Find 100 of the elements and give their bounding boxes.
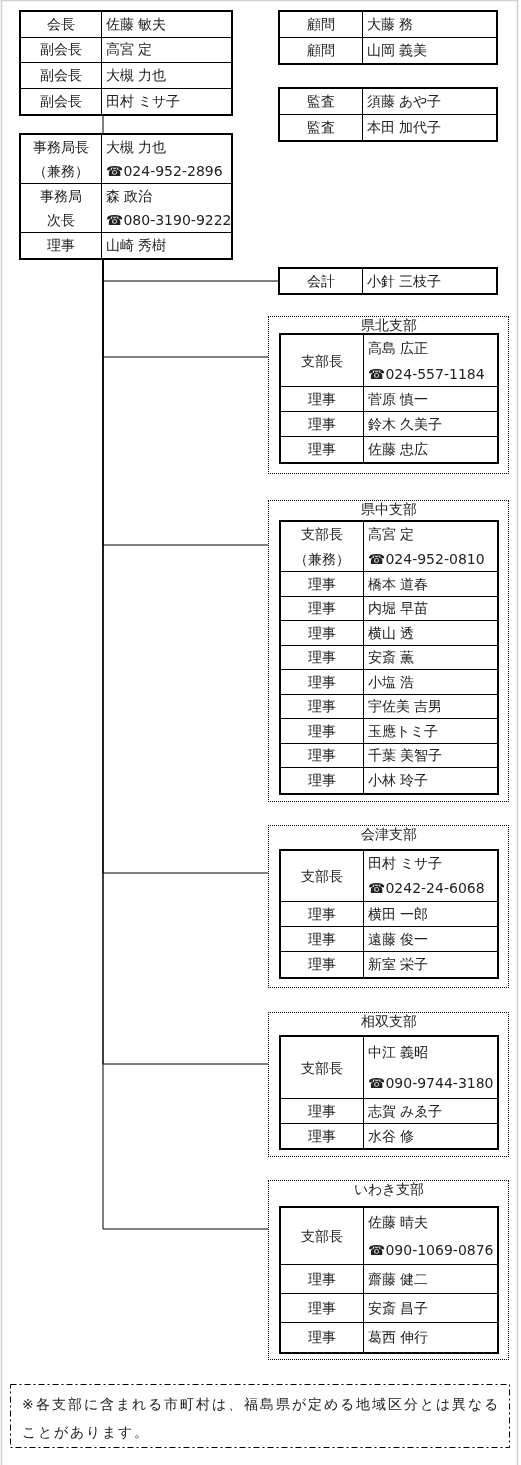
branch-group [268, 500, 509, 802]
role-label: 理事 [308, 1328, 336, 1347]
role-label: 理事 [308, 574, 336, 594]
role-cell [281, 387, 364, 412]
role-cell [281, 335, 364, 387]
person-name: 宇佐美 吉男 [368, 697, 443, 716]
role-label: 支部長 [301, 524, 343, 544]
phone-number: ☎024-952-2896 [106, 162, 223, 181]
roster-table [279, 1035, 499, 1150]
phone-number: ☎090-1069-0876 [368, 1241, 494, 1260]
person-name: 大槻 力也 [106, 65, 167, 85]
roster-table [19, 10, 233, 116]
connector-line [102, 115, 104, 134]
role-label: 理事 [308, 389, 336, 409]
person-name: 大槻 力也 [106, 137, 167, 157]
person-name: 新室 栄子 [368, 955, 429, 974]
role-label: 支部長 [301, 351, 343, 371]
roster-table [279, 849, 499, 979]
person-name: 玉應トミ子 [368, 721, 438, 741]
role-cell [281, 670, 364, 695]
person-name: 水谷 修 [368, 1126, 415, 1146]
person-name: 高島 広正 [368, 338, 429, 358]
person-name: 佐藤 忠広 [368, 440, 429, 459]
role-label: 理事 [308, 746, 336, 765]
person-name: 小塩 浩 [368, 672, 415, 692]
role-cell [281, 1099, 364, 1124]
person-name: 大藤 務 [367, 14, 414, 34]
roster-table [278, 10, 498, 65]
person-name: 田村 ミサ子 [106, 91, 181, 111]
role-label: 理事 [308, 414, 336, 434]
role-cell [281, 522, 364, 572]
role-label: 理事 [308, 904, 336, 924]
role-label: 会計 [307, 272, 335, 291]
role-label: 理事 [47, 236, 75, 255]
person-name: 森 政治 [106, 186, 153, 206]
role-cell [281, 743, 364, 768]
role-label: 理事 [308, 599, 336, 618]
roster-table [279, 333, 499, 464]
role-cell [281, 1294, 364, 1323]
role-label: 支部長 [301, 866, 343, 886]
role-label: 監査 [307, 91, 335, 111]
role-label: 理事 [308, 623, 336, 643]
role-cell [280, 89, 363, 115]
role-cell [281, 596, 364, 621]
phone-number: ☎080-3190-9222 [106, 211, 232, 230]
role-label: 顧問 [307, 40, 335, 60]
branch-title: いわき支部 [353, 1181, 424, 1197]
role-label: 理事 [308, 697, 336, 716]
role-cell [281, 572, 364, 597]
role-label: 理事 [308, 440, 336, 459]
branch-group [268, 316, 509, 474]
role-label: 理事 [308, 1269, 336, 1289]
person-name: 横山 透 [368, 623, 415, 643]
role-label: 理事 [308, 1298, 336, 1318]
role-cell [21, 63, 102, 89]
person-name: 山崎 秀樹 [106, 236, 167, 255]
branch-title: 県北支部 [360, 317, 417, 333]
role-label: 監査 [307, 117, 335, 137]
branch-group [268, 825, 509, 988]
phone-number: ☎024-952-0810 [368, 549, 485, 569]
person-name: 本田 加代子 [367, 117, 442, 137]
role-cell [281, 412, 364, 437]
role-cell [280, 12, 363, 38]
person-name: 千葉 美智子 [368, 746, 443, 765]
person-name: 内堀 早苗 [368, 599, 429, 618]
person-name: 橋本 道春 [368, 574, 429, 594]
phone-number: ☎090-9744-3180 [368, 1073, 494, 1093]
role-cell [281, 927, 364, 952]
role-label: 顧問 [307, 14, 335, 34]
role-label: 理事 [308, 1126, 336, 1146]
person-name: 菅原 慎一 [368, 389, 429, 409]
note-box [10, 1384, 510, 1448]
role-cell [281, 621, 364, 646]
person-name: 横田 一郎 [368, 904, 429, 924]
role-label: 理事 [308, 771, 336, 790]
role-cell [21, 12, 102, 38]
role-label: （兼務） [33, 162, 89, 181]
role-label: 理事 [308, 721, 336, 741]
person-name: 鈴木 久美子 [368, 414, 443, 434]
role-cell [21, 135, 102, 184]
branch-title: 相双支部 [360, 1013, 417, 1029]
person-name: 小林 玲子 [368, 771, 429, 790]
branch-group [268, 1012, 509, 1157]
person-name: 田村 ミサ子 [368, 853, 443, 873]
person-name: 中江 義昭 [368, 1042, 429, 1062]
branch-title: 県中支部 [360, 501, 417, 517]
branch-title: 会津支部 [360, 826, 417, 842]
person-name: 佐藤 晴夫 [368, 1212, 429, 1232]
role-cell [21, 184, 102, 233]
role-label: 事務局 [40, 186, 82, 206]
role-label: 会長 [47, 14, 75, 34]
role-label: 支部長 [301, 1058, 343, 1078]
person-name: 高宮 定 [368, 524, 415, 544]
role-label: 理事 [308, 648, 336, 667]
roster-table [19, 133, 233, 260]
person-name: 安斎 昌子 [368, 1298, 429, 1318]
person-name: 志賀 みゑ子 [368, 1101, 443, 1121]
roster-table [279, 1206, 499, 1354]
role-cell [281, 694, 364, 719]
person-name: 佐藤 敏夫 [106, 14, 167, 34]
